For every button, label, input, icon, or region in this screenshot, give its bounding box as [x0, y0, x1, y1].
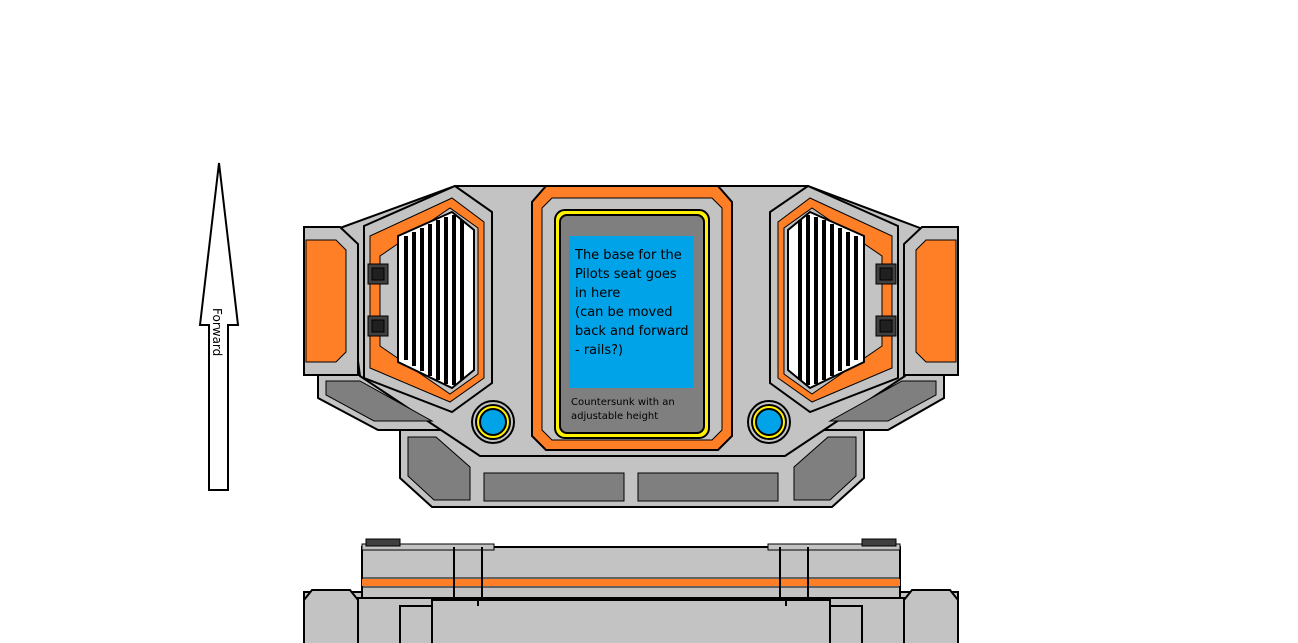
note-line-2: adjustable height	[571, 411, 658, 422]
forward-arrow-shape	[198, 162, 240, 491]
screen-line-5: back and forward	[575, 324, 688, 339]
left-vent-pod	[363, 184, 493, 414]
elevation-upper-block	[361, 546, 901, 599]
left-blue-light	[471, 400, 515, 444]
forward-arrow: Forward	[198, 162, 240, 491]
screen-line-1: The base for the	[574, 248, 682, 263]
note-line-1: Countersunk with an	[571, 397, 675, 408]
screen-line-4: (can be moved	[575, 305, 673, 320]
left-end-cap-orange	[305, 239, 347, 363]
right-vent-slats	[798, 215, 858, 385]
seat-screen-text: The base for the Pilots seat goes in her…	[574, 248, 688, 358]
elevation-step-3	[431, 599, 831, 643]
left-vent-slats	[404, 215, 464, 385]
right-vent-pod	[769, 184, 899, 414]
panel-lower-left	[407, 436, 471, 501]
panel-mid-right	[828, 380, 937, 422]
forward-label: Forward	[210, 308, 224, 356]
screen-line-2: Pilots seat goes	[575, 267, 677, 282]
seat-well: The base for the Pilots seat goes in her…	[531, 185, 733, 451]
screen-line-3: in here	[575, 286, 620, 301]
seat-screen	[569, 236, 693, 388]
elevation-orange-stripe	[362, 579, 900, 586]
panel-mid-left	[325, 380, 434, 422]
countersunk-note: Countersunk with an adjustable height	[571, 397, 675, 422]
panel-lower-center-left	[483, 472, 625, 502]
right-end-cap-orange	[915, 239, 957, 363]
right-blue-light	[747, 400, 791, 444]
screen-line-6: - rails?)	[575, 343, 623, 358]
panel-lower-right	[793, 436, 857, 501]
side-elevation	[303, 538, 959, 643]
panel-lower-center-right	[637, 472, 779, 502]
